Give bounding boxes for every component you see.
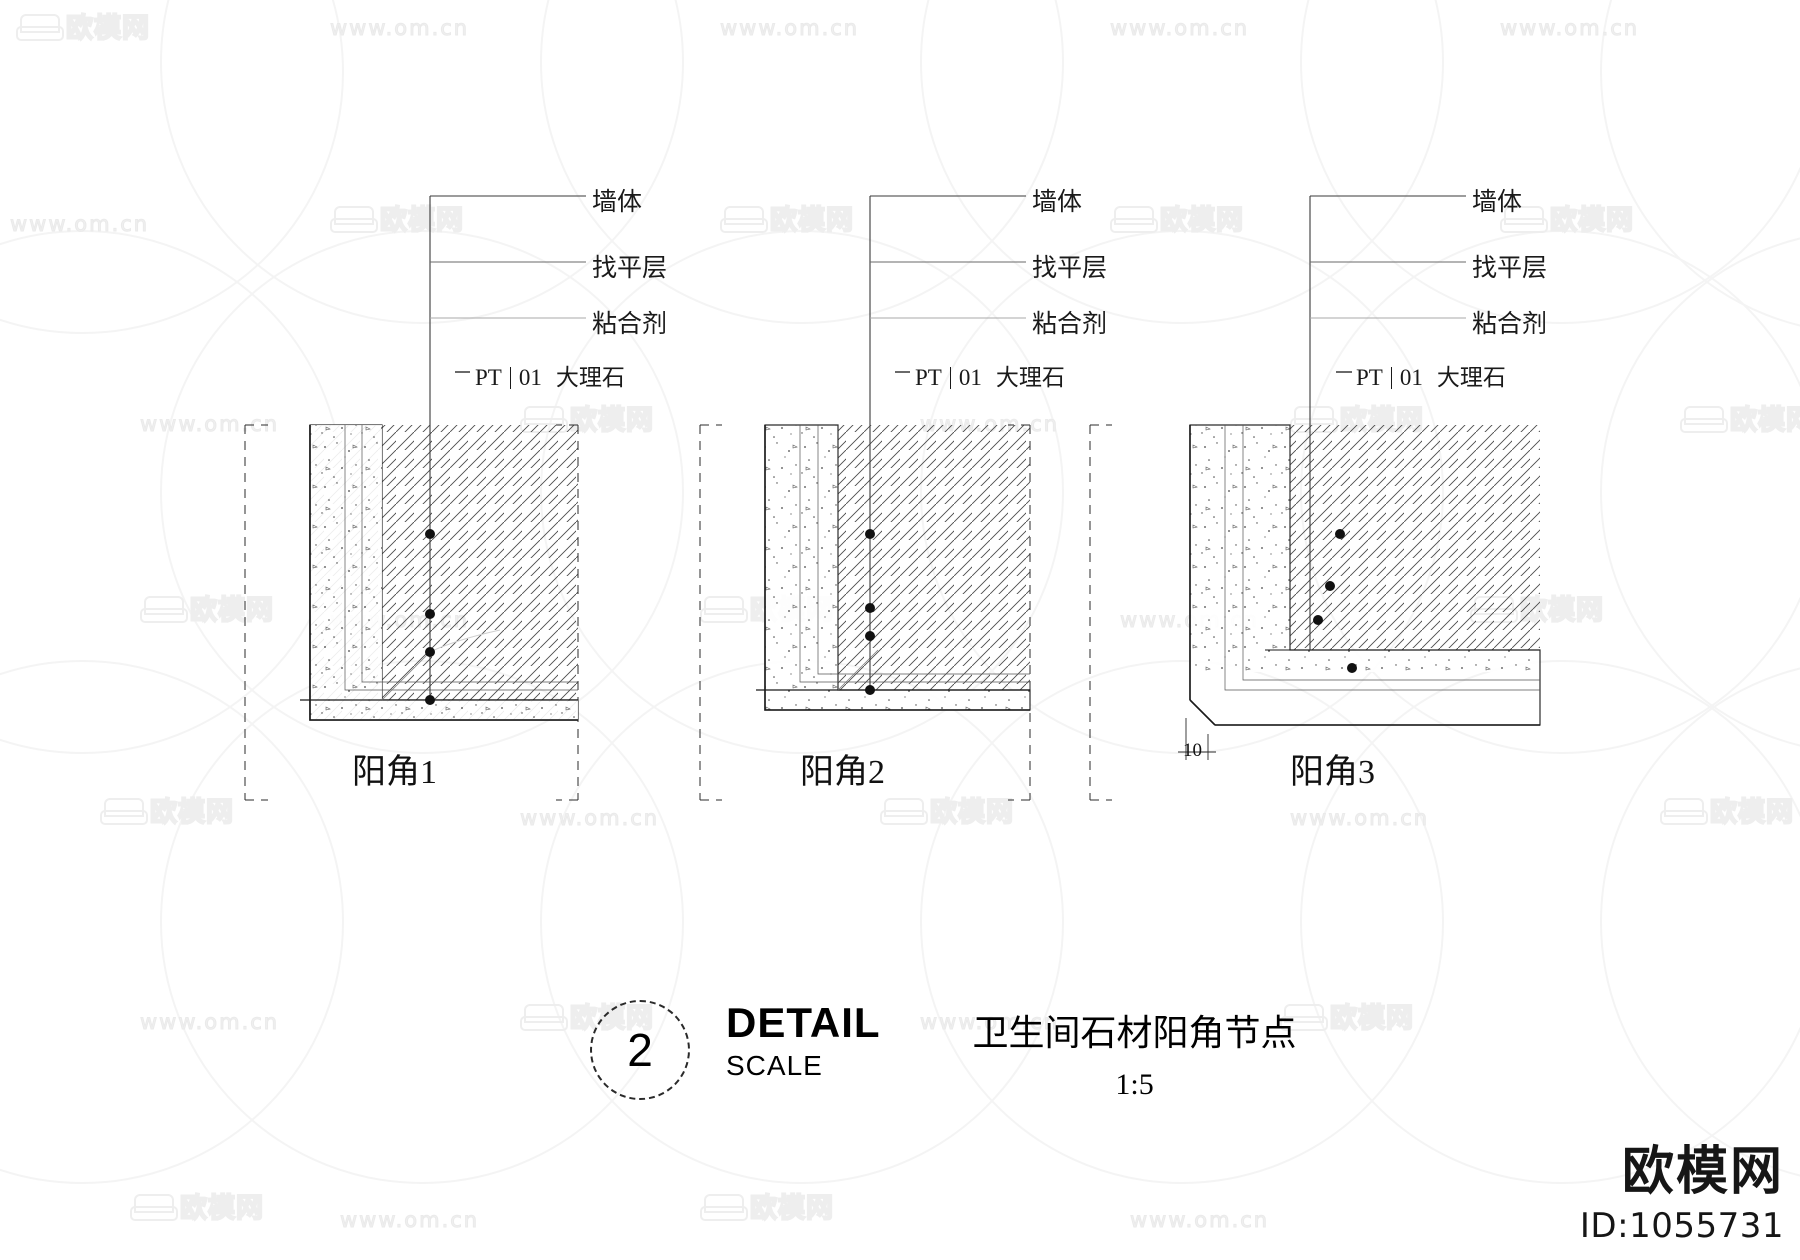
detail-1-caption: 阳角1 [352,754,437,791]
drawing-title-cn: 卫生间石材阳角节点 [972,1013,1297,1053]
material-code: PT [475,365,502,390]
detail-2-caption: 阳角2 [800,754,885,791]
detail-2-geometry [699,195,1031,801]
material-number: 01 [518,365,542,390]
brand-name: 欧模网 [1621,1142,1784,1203]
detail-1-leader-leveling: 找平层 [592,255,668,282]
detail-word: DETAIL [726,999,881,1046]
material-tag-divider [509,367,511,389]
drawing-scale-value: 1:5 [1115,1068,1154,1101]
material-code: PT [915,365,942,390]
detail-3-leader-leveling: 找平层 [1472,255,1548,282]
material-name: 大理石 [995,365,1065,390]
detail-1-geometry [244,195,586,801]
scale-word: SCALE [726,1050,823,1081]
detail-3-chamfer-dimension: 10 [1183,740,1202,761]
detail-2-leader-wall: 墙体 [1032,189,1083,216]
detail-3-geometry [1089,195,1541,801]
detail-number-bubble[interactable]: 2 [590,1000,690,1100]
detail-3-material-tag: PT 01 大理石 [1356,358,1506,392]
material-tag-divider [1390,367,1392,389]
detail-1-material-tag: PT 01 大理石 [475,358,625,392]
title-block-words: DETAIL SCALE [726,1002,881,1082]
material-number: 01 [958,365,982,390]
title-block-chinese: 卫生间石材阳角节点 1:5 [973,1004,1297,1102]
brand-id: ID:1055731 [1579,1206,1784,1246]
detail-2-leader-leveling: 找平层 [1032,255,1108,282]
brand-badge: 欧模网 ID:1055731 [1580,1145,1784,1246]
detail-3-leader-adhesive: 粘合剂 [1472,311,1548,338]
detail-3-leader-wall: 墙体 [1472,189,1523,216]
detail-1-leader-wall: 墙体 [592,189,643,216]
detail-2-leader-adhesive: 粘合剂 [1032,311,1108,338]
material-tag-divider [949,367,951,389]
material-number: 01 [1399,365,1423,390]
material-name: 大理石 [1436,365,1506,390]
material-name: 大理石 [555,365,625,390]
detail-3-caption: 阳角3 [1290,754,1375,791]
title-block: 2 DETAIL SCALE 卫生间石材阳角节点 1:5 [590,1000,1297,1102]
material-code: PT [1356,365,1383,390]
detail-2-material-tag: PT 01 大理石 [915,358,1065,392]
detail-1-leader-adhesive: 粘合剂 [592,311,668,338]
